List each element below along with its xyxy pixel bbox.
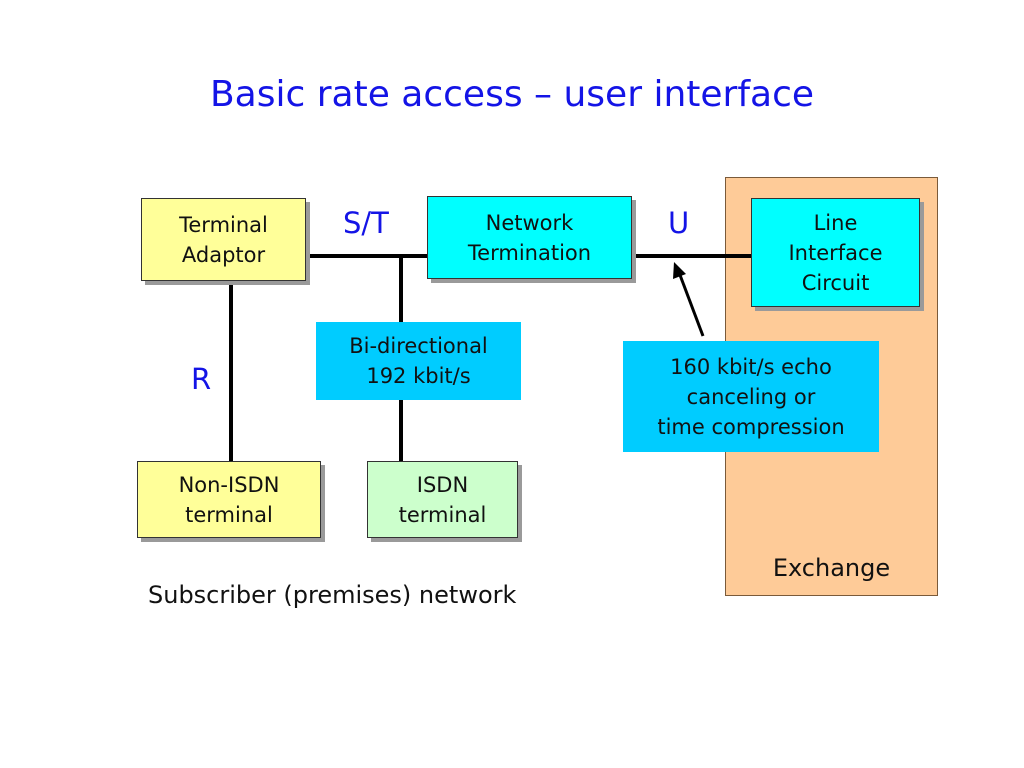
- arrow-head: [673, 262, 686, 279]
- echo-pointer-arrow: [678, 274, 705, 337]
- bidirectional-rate-note: Bi-directional 192 kbit/s: [316, 322, 521, 400]
- terminal-adaptor-box: Terminal Adaptor: [141, 198, 306, 281]
- slide-title: Basic rate access – user interface: [209, 74, 815, 115]
- st-reference-label: S/T: [343, 206, 389, 240]
- isdn-terminal-box: ISDN terminal: [367, 461, 518, 538]
- line-interface-circuit-box: Line Interface Circuit: [751, 198, 920, 307]
- r-reference-label: R: [191, 362, 212, 396]
- non-isdn-terminal-box: Non-ISDN terminal: [137, 461, 321, 538]
- echo-cancel-note: 160 kbit/s echo canceling or time compre…: [623, 341, 879, 452]
- exchange-label: Exchange: [772, 554, 891, 582]
- subscriber-network-caption: Subscriber (premises) network: [148, 581, 517, 609]
- network-termination-box: Network Termination: [427, 196, 632, 279]
- u-reference-label: U: [668, 206, 690, 240]
